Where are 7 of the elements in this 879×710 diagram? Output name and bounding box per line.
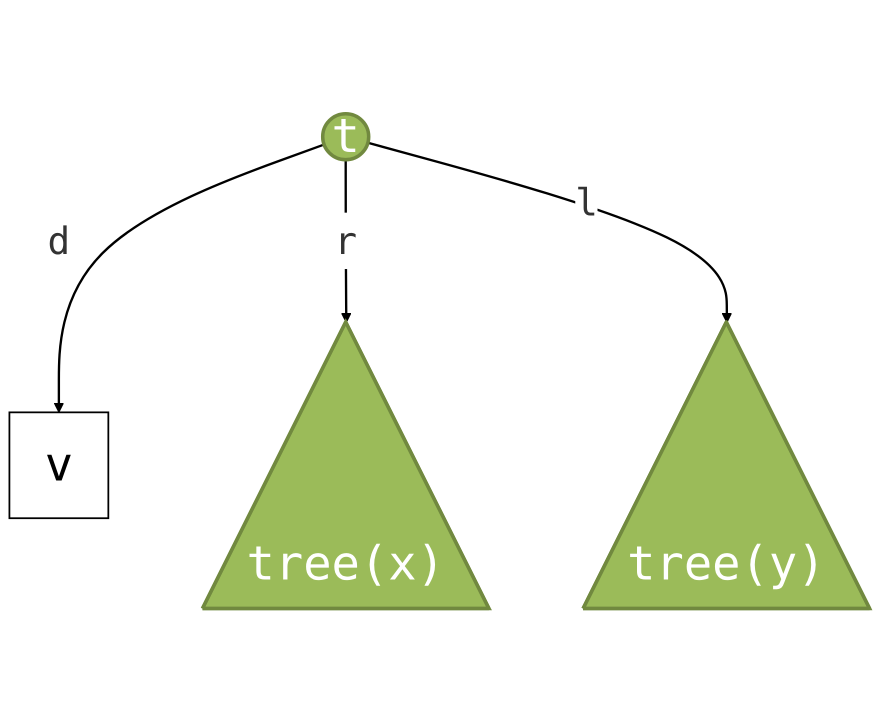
- node-circle: t: [320, 112, 370, 162]
- node-box: v: [8, 411, 110, 520]
- edge-label: r: [334, 218, 358, 264]
- edge-label: l: [575, 180, 598, 225]
- arrow: [368, 142, 732, 324]
- arrow: [54, 143, 324, 413]
- edge-label: d: [48, 218, 70, 264]
